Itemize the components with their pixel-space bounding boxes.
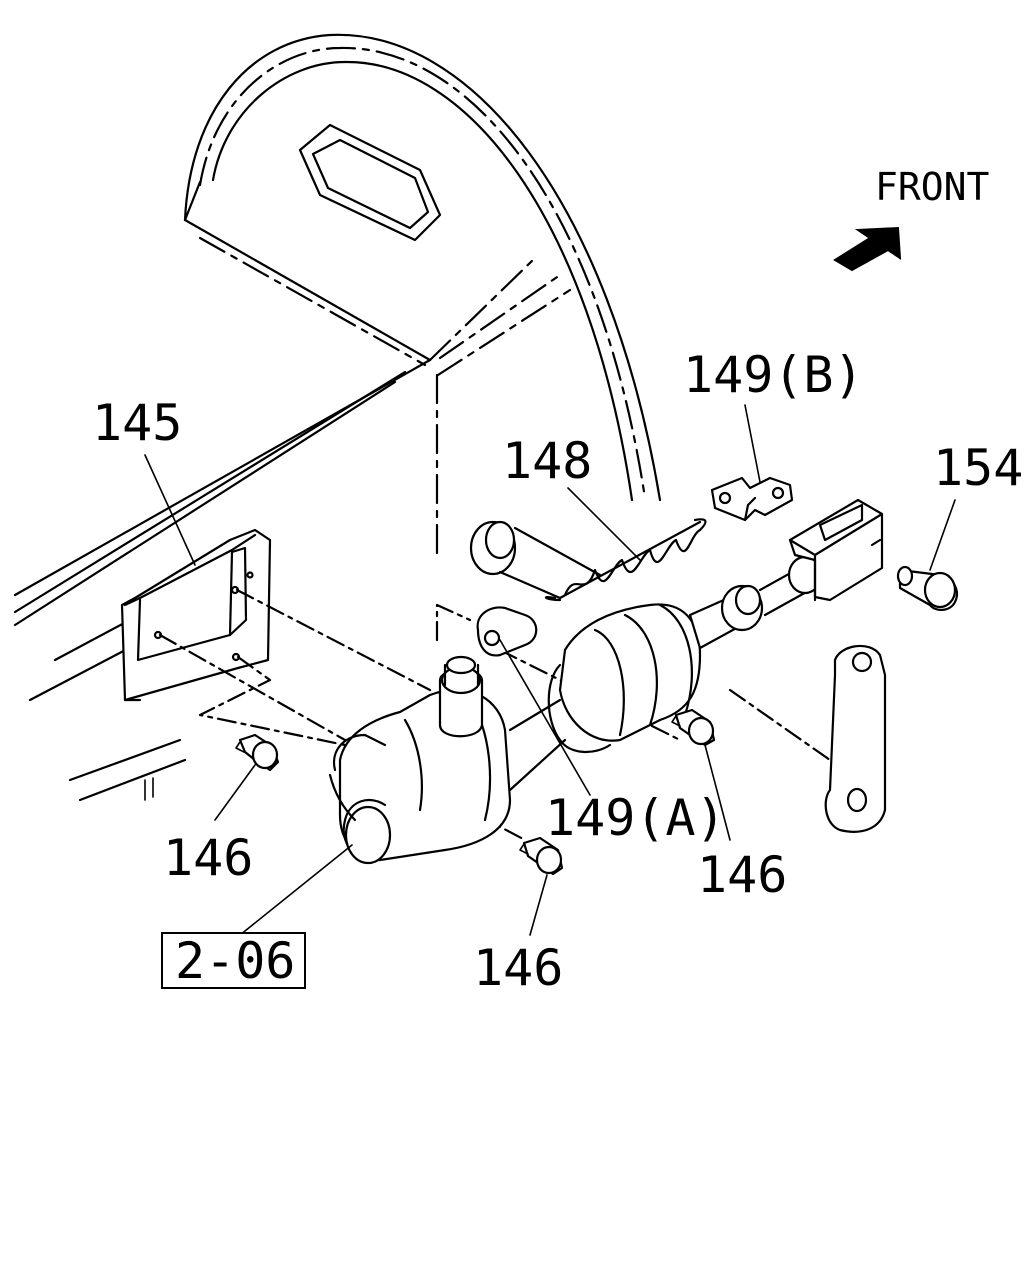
callout-145: 145 bbox=[92, 394, 182, 452]
boot bbox=[508, 603, 702, 792]
callout-146-right: 146 bbox=[697, 846, 787, 904]
leader-lines bbox=[144, 404, 956, 936]
push-rod bbox=[688, 498, 884, 650]
rod-end-cap bbox=[469, 520, 602, 600]
spring-148 bbox=[544, 518, 707, 602]
callout-149a: 149(A) bbox=[545, 789, 726, 847]
bracket-149b bbox=[710, 476, 794, 522]
pin-154 bbox=[896, 565, 958, 611]
callout-146-bottom: 146 bbox=[473, 939, 563, 997]
bolt-146-bottom bbox=[519, 836, 564, 876]
booster-drum bbox=[183, 33, 662, 502]
bolt-146-left bbox=[235, 733, 280, 772]
drum-plate bbox=[298, 123, 442, 242]
callout-146-left: 146 bbox=[163, 829, 253, 887]
bracket-145 bbox=[120, 528, 272, 702]
ref-label: 2-06 bbox=[175, 932, 295, 990]
bolt-146-right bbox=[671, 708, 716, 747]
callout-154: 154 bbox=[933, 439, 1023, 497]
gasket-149a bbox=[476, 606, 538, 657]
ref-box bbox=[161, 932, 306, 989]
front-arrow bbox=[833, 226, 902, 272]
front-arrow-icon bbox=[833, 226, 902, 272]
front-label: FRONT bbox=[875, 165, 989, 209]
firewall-frame bbox=[13, 218, 572, 802]
callout-148: 148 bbox=[502, 432, 592, 490]
callout-149b: 149(B) bbox=[683, 346, 864, 404]
pedal-arm bbox=[824, 644, 887, 833]
master-cylinder bbox=[328, 655, 512, 865]
